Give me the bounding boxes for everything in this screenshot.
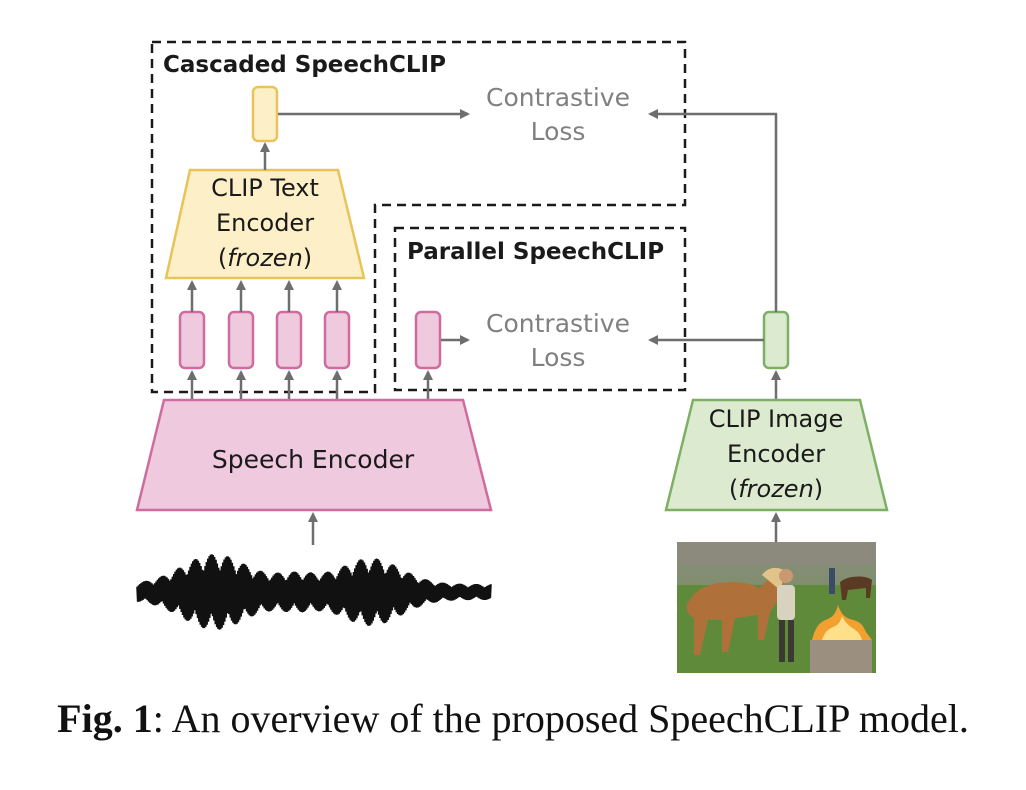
text-embedding-token bbox=[251, 85, 279, 143]
clip-text-encoder bbox=[164, 168, 366, 280]
clip-image-encoder bbox=[664, 398, 889, 512]
contrastive-loss-2-line1: Contrastive bbox=[486, 309, 630, 338]
image-encoder-line2: Encoder bbox=[727, 440, 825, 468]
figure-caption-text: : An overview of the proposed SpeechCLIP… bbox=[152, 696, 969, 741]
arrow-image-token-to-loss-1 bbox=[648, 109, 778, 312]
text-encoder-line2: Encoder bbox=[216, 209, 314, 237]
text-encoder-frozen: frozen bbox=[227, 244, 303, 272]
figure-caption: Fig. 1: An overview of the proposed Spee… bbox=[0, 695, 1026, 742]
speech-encoder bbox=[135, 398, 493, 512]
parallel-title: Parallel SpeechCLIP bbox=[407, 239, 664, 265]
image-encoder-line1: CLIP Image bbox=[709, 405, 843, 433]
cascaded-region-border bbox=[150, 40, 687, 394]
contrastive-loss-2-line2: Loss bbox=[531, 343, 586, 372]
cascaded-title: Cascaded SpeechCLIP bbox=[163, 52, 446, 78]
image-encoder-frozen: frozen bbox=[738, 475, 814, 503]
contrastive-loss-1-line2: Loss bbox=[531, 117, 586, 146]
speech-encoder-label: Speech Encoder bbox=[212, 445, 415, 474]
text-encoder-line1: CLIP Text bbox=[211, 174, 319, 202]
image-embedding-token bbox=[762, 310, 790, 370]
speech-waveform bbox=[136, 554, 492, 630]
figure-label: Fig. 1 bbox=[57, 696, 153, 741]
input-photo bbox=[677, 542, 876, 673]
cascaded-speech-tokens bbox=[178, 280, 351, 400]
parallel-speech-token bbox=[414, 310, 442, 370]
text-encoder-line3: (frozen) bbox=[218, 244, 312, 272]
image-encoder-line3: (frozen) bbox=[729, 475, 823, 503]
contrastive-loss-1-line1: Contrastive bbox=[486, 83, 630, 112]
